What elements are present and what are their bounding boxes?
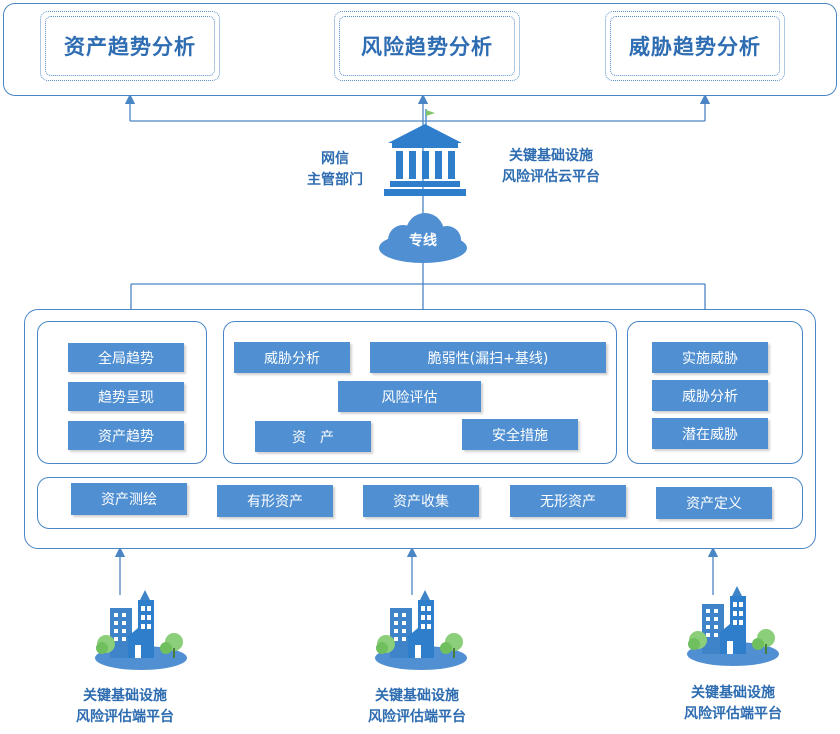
endpoint-line1: 关键基础设施 (83, 688, 167, 704)
asset-trend-label: 资产趋势分析 (45, 16, 215, 76)
dedicated-line-label: 专线 (409, 233, 437, 249)
government-building-icon (384, 109, 466, 196)
city-icon (687, 586, 779, 666)
endpoint-line2: 风险评估端平台 (684, 706, 782, 722)
endpoint-label: 关键基础设施 风险评估端平台 (352, 686, 482, 728)
asset-definition-button[interactable]: 资产定义 (656, 487, 772, 519)
potential-threat-button[interactable]: 潜在威胁 (652, 418, 768, 449)
threat-analysis-right-button[interactable]: 威胁分析 (652, 380, 768, 411)
endpoint-label: 关键基础设施 风险评估端平台 (668, 683, 798, 725)
risk-trend-label: 风险趋势分析 (339, 16, 515, 76)
vulnerability-button[interactable]: 脆弱性(漏扫+基线) (370, 342, 606, 373)
endpoint-label: 关键基础设施 风险评估端平台 (60, 686, 190, 728)
threat-analysis-button[interactable]: 威胁分析 (234, 342, 350, 373)
asset-collection-button[interactable]: 资产收集 (363, 485, 479, 517)
global-trend-button[interactable]: 全局趋势 (68, 343, 184, 372)
asset-button[interactable]: 资 产 (255, 421, 371, 452)
dept-line1: 网信 (321, 151, 349, 167)
endpoint-line1: 关键基础设施 (375, 688, 459, 704)
intangible-asset-button[interactable]: 无形资产 (510, 485, 626, 517)
cloud-platform-label: 关键基础设施 风险评估云平台 (476, 146, 626, 188)
endpoint-line2: 风险评估端平台 (76, 709, 174, 725)
threat-trend-label: 威胁趋势分析 (610, 16, 780, 76)
cloud-platform-line1: 关键基础设施 (509, 148, 593, 164)
risk-assessment-button[interactable]: 风险评估 (338, 381, 481, 412)
risk-trend-box[interactable]: 风险趋势分析 (334, 11, 520, 81)
endpoint-line1: 关键基础设施 (691, 685, 775, 701)
threat-trend-box[interactable]: 威胁趋势分析 (605, 11, 785, 81)
security-measures-button[interactable]: 安全措施 (462, 419, 578, 450)
tangible-asset-button[interactable]: 有形资产 (217, 485, 333, 517)
city-icon (375, 590, 467, 670)
dept-line2: 主管部门 (307, 172, 363, 188)
endpoint-line2: 风险评估端平台 (368, 709, 466, 725)
asset-trend-box[interactable]: 资产趋势分析 (40, 11, 220, 81)
dept-label: 网信 主管部门 (290, 149, 380, 191)
cloud-icon (379, 213, 467, 263)
cloud-platform-line2: 风险评估云平台 (502, 169, 600, 185)
implemented-threat-button[interactable]: 实施威胁 (652, 342, 768, 373)
asset-mapping-button[interactable]: 资产测绘 (71, 483, 187, 515)
city-icon (95, 590, 187, 670)
trend-display-button[interactable]: 趋势呈现 (68, 382, 184, 411)
asset-trend-button[interactable]: 资产趋势 (68, 421, 184, 450)
